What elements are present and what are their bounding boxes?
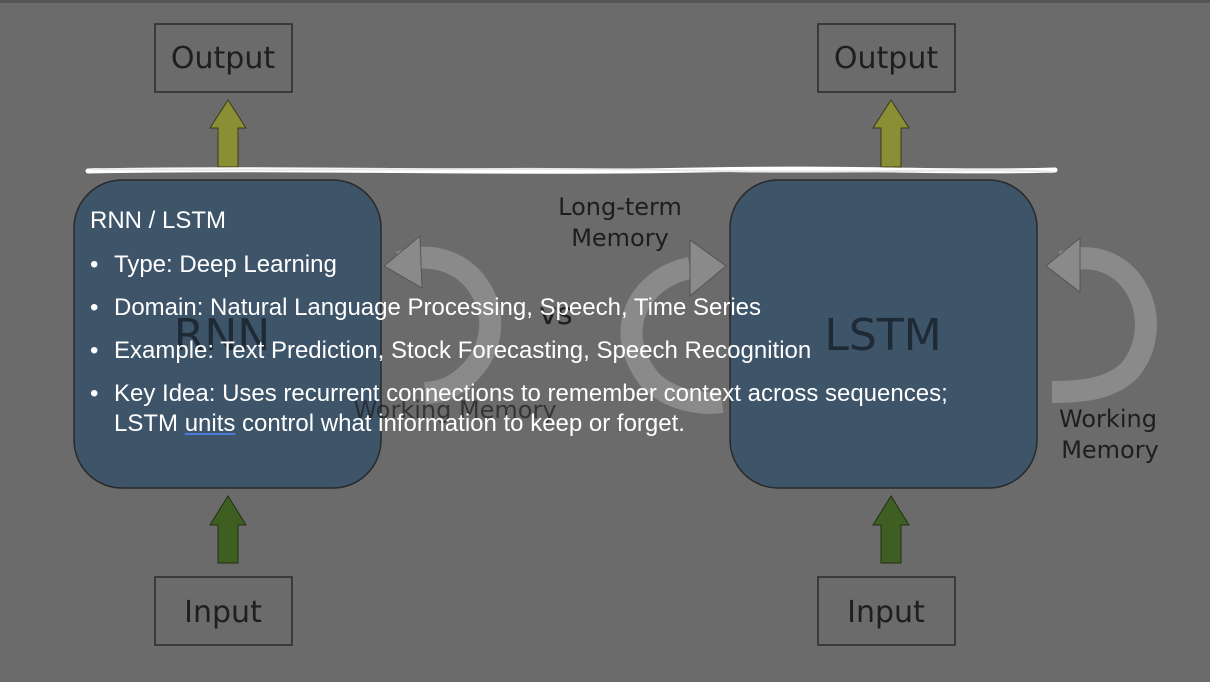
overlay-title: RNN / LSTM [90, 207, 227, 234]
bullet-type: Type: Deep Learning [90, 250, 1070, 280]
right-loop-label-line2: Memory [1061, 436, 1159, 464]
left-input-arrow [209, 495, 247, 564]
left-output-label: Output [171, 41, 275, 76]
right-input-arrow [872, 495, 910, 564]
bullet-key-idea: Key Idea: Uses recurrent connections to … [90, 379, 1070, 439]
long-term-memory-line1: Long-term [558, 193, 682, 221]
right-output-box [817, 23, 956, 93]
overlay-text-panel: RNN / LSTM Type: Deep Learning Domain: N… [90, 206, 1070, 452]
divider-line-texture [91, 167, 1053, 173]
overlay-bullet-list: Type: Deep Learning Domain: Natural Lang… [90, 250, 1070, 439]
long-term-memory-line2: Memory [571, 224, 669, 252]
right-output-label: Output [834, 41, 938, 76]
left-input-label: Input [184, 595, 262, 630]
top-border [0, 0, 1210, 3]
right-up-arrow [872, 99, 910, 168]
left-output-box [154, 23, 293, 93]
bullet-example: Example: Text Prediction, Stock Forecast… [90, 336, 1070, 366]
left-input-box [154, 576, 293, 646]
right-input-box [817, 576, 956, 646]
units-link[interactable]: units [184, 410, 236, 437]
key-idea-post: control what information to keep or forg… [235, 410, 685, 437]
key-idea-line1: Key Idea: Uses recurrent connections to … [114, 380, 948, 407]
left-up-arrow [209, 99, 247, 168]
right-input-label: Input [847, 595, 925, 630]
right-loop-label-line1: Working [1059, 405, 1157, 433]
key-idea-pre: LSTM [114, 410, 185, 437]
bullet-domain: Domain: Natural Language Processing, Spe… [90, 293, 1070, 323]
